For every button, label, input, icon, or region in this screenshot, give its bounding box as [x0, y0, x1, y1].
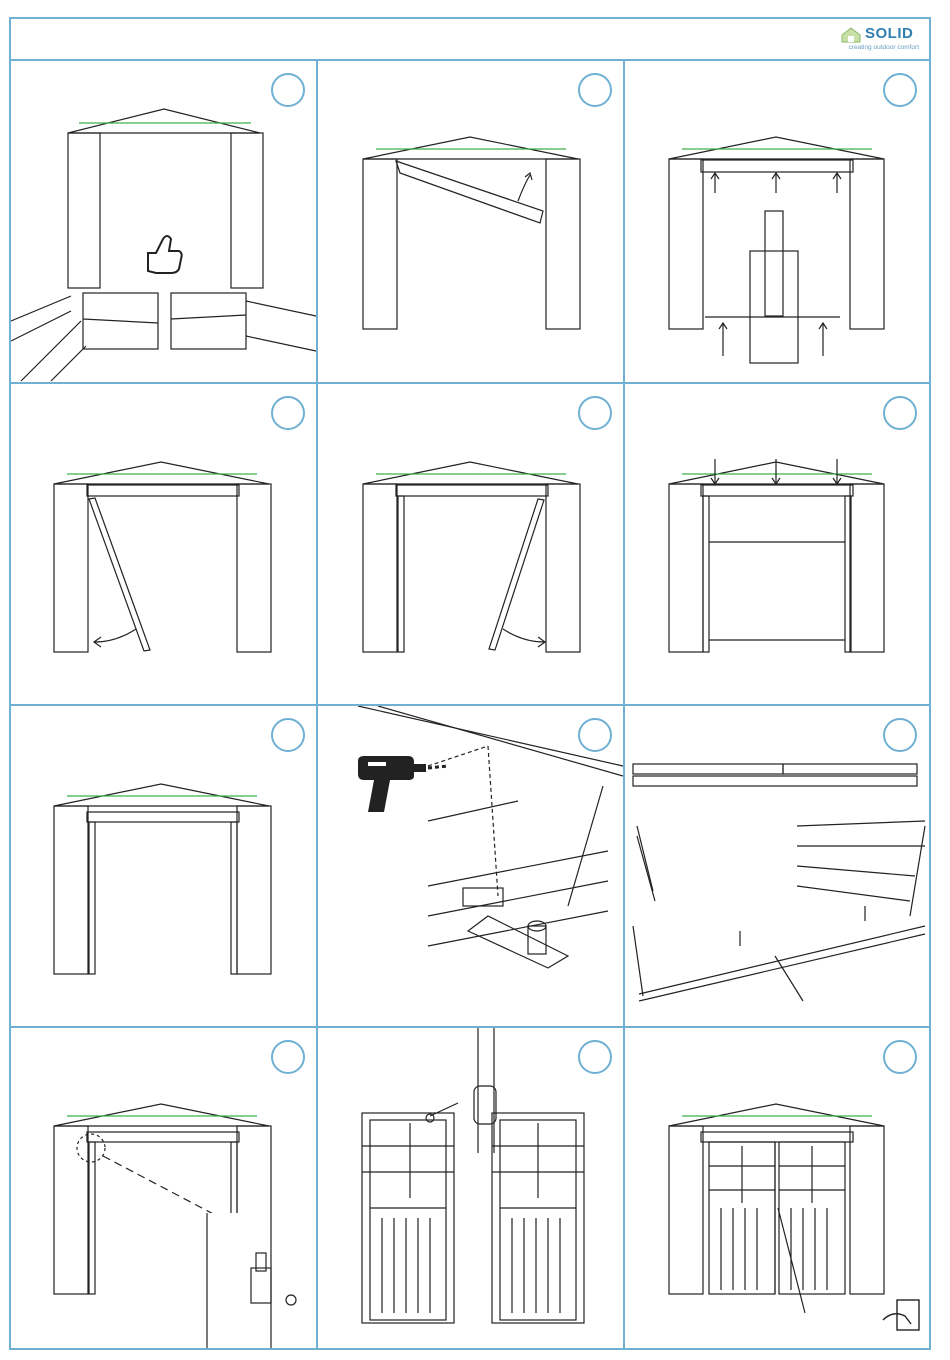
- instruction-grid: [11, 61, 929, 1348]
- step-illustration: [318, 384, 623, 704]
- step-illustration: [318, 61, 623, 382]
- step-number-circle: [271, 718, 305, 752]
- door-handle-icon: [625, 1028, 929, 1348]
- step-number-circle: [883, 1040, 917, 1074]
- step-illustration: [625, 384, 929, 704]
- step-panel-2: [318, 61, 623, 382]
- step-illustration: [625, 61, 929, 382]
- brand-tagline: creating outdoor comfort: [841, 44, 919, 51]
- step-panel-3: [625, 61, 929, 382]
- step-panel-12: [625, 1028, 929, 1348]
- header-bar: SOLID creating outdoor comfort: [9, 17, 931, 61]
- step-number-circle: [883, 718, 917, 752]
- brand-name: SOLID: [865, 25, 913, 42]
- thumbs-up-icon: [11, 61, 316, 382]
- step-illustration: [11, 384, 316, 704]
- step-number-circle: [883, 73, 917, 107]
- step-panel-1: [11, 61, 316, 382]
- step-illustration: [11, 706, 316, 1026]
- drill-icon: [318, 706, 623, 1026]
- step-panel-5: [318, 384, 623, 704]
- step-panel-9: [625, 706, 929, 1026]
- step-number-circle: [578, 73, 612, 107]
- brand-logo: SOLID creating outdoor comfort: [841, 25, 919, 55]
- step-number-circle: [578, 396, 612, 430]
- step-number-circle: [578, 718, 612, 752]
- step-illustration: [318, 1028, 623, 1348]
- step-number-circle: [578, 1040, 612, 1074]
- step-panel-10: [11, 1028, 316, 1348]
- step-illustration: [11, 1028, 316, 1348]
- step-number-circle: [883, 396, 917, 430]
- step-panel-11: [318, 1028, 623, 1348]
- step-panel-7: [11, 706, 316, 1026]
- step-number-circle: [271, 1040, 305, 1074]
- step-number-circle: [271, 73, 305, 107]
- house-logo-icon: [841, 27, 861, 43]
- step-panel-6: [625, 384, 929, 704]
- step-panel-8: [318, 706, 623, 1026]
- step-panel-4: [11, 384, 316, 704]
- step-illustration: [625, 706, 929, 1026]
- step-number-circle: [271, 396, 305, 430]
